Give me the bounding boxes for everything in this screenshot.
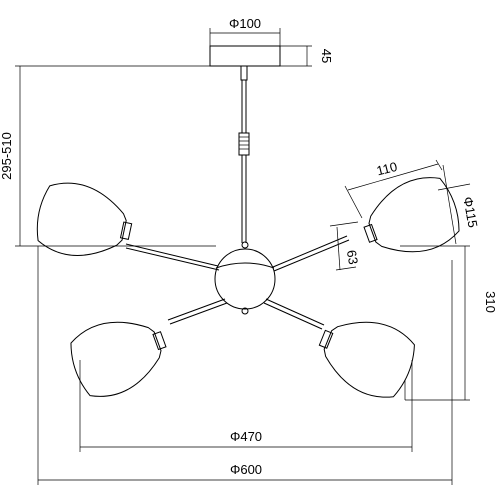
shade-neck-dimension: 63 [329, 221, 361, 271]
shade-upper-right [363, 177, 460, 253]
drop-length-label: 295-510 [0, 132, 14, 180]
total-height-label: 310 [483, 291, 498, 313]
shade-length-label: 110 [375, 159, 399, 179]
central-sphere [214, 241, 276, 315]
lamp-arms [125, 235, 350, 330]
ceiling-canopy [209, 45, 281, 67]
canopy-height-dimension: 45 [280, 45, 334, 67]
outer-span-label: Φ600 [230, 462, 262, 477]
inner-span-label: Φ470 [230, 429, 262, 444]
inner-span-dimension: Φ470 [79, 360, 413, 452]
suspension-rod [238, 65, 250, 243]
canopy-diameter-label: Φ100 [229, 16, 261, 31]
shade-neck-label: 63 [344, 249, 361, 266]
shade-lower-left [70, 321, 167, 397]
outer-span-dimension: Φ600 [37, 246, 453, 485]
shade-diameter-dimension: Φ115 [437, 164, 481, 245]
canopy-diameter-dimension: Φ100 [209, 16, 281, 46]
drop-length-dimension: 295-510 [0, 65, 216, 247]
canopy-height-label: 45 [319, 49, 334, 63]
shade-length-dimension: 110 [344, 159, 443, 219]
total-height-dimension: 310 [400, 245, 498, 401]
shade-upper-left [36, 182, 133, 256]
shade-diameter-label: Φ115 [460, 196, 480, 229]
